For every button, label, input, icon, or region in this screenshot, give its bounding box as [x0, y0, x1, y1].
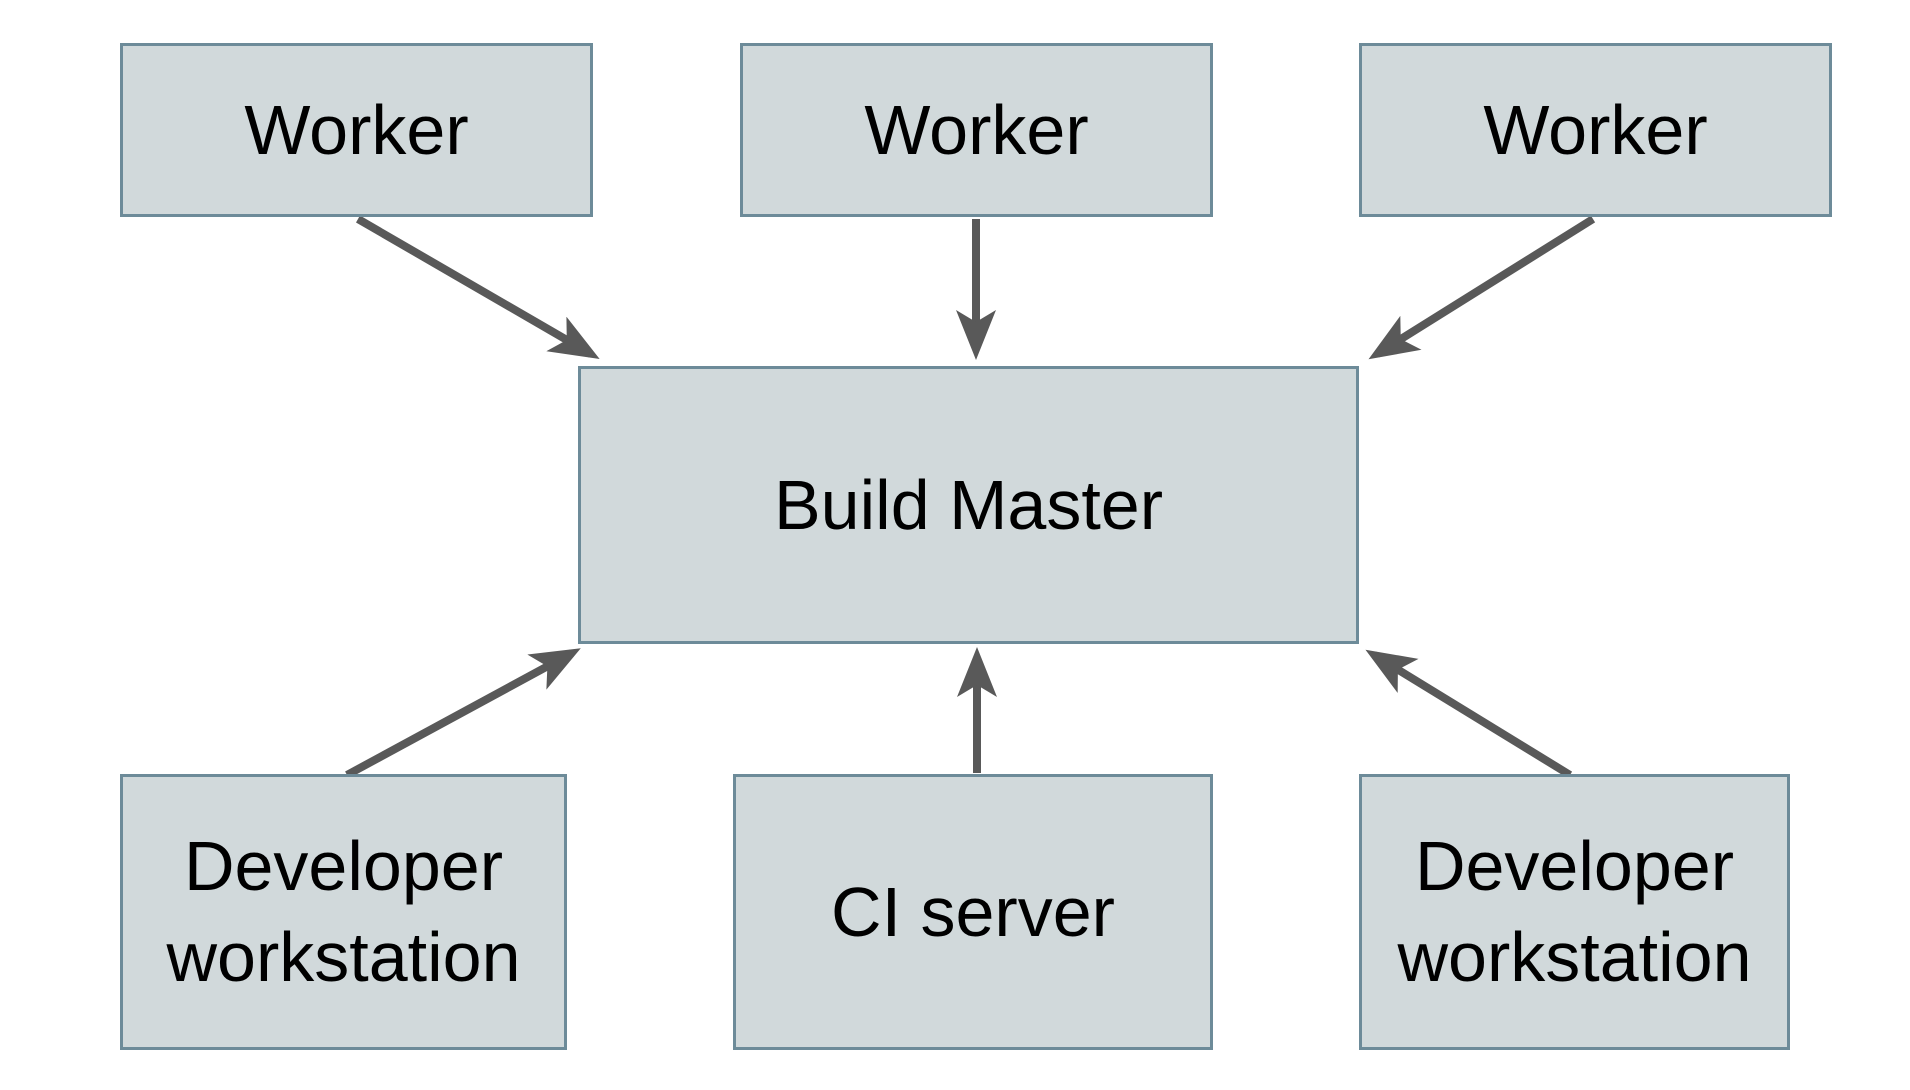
node-dev-workstation-1-label: Developer workstation	[166, 827, 521, 996]
node-dev-workstation-1: Developer workstation	[120, 774, 567, 1050]
node-ci-server: CI server	[733, 774, 1213, 1050]
node-worker-3-label: Worker	[1483, 90, 1708, 169]
node-build-master: Build Master	[578, 366, 1359, 644]
node-build-master-label: Build Master	[773, 465, 1164, 544]
node-worker-2: Worker	[740, 43, 1213, 217]
node-worker-3: Worker	[1359, 43, 1832, 217]
node-dev-workstation-2-label: Developer workstation	[1397, 827, 1752, 996]
edge-worker-1-to-build-master	[355, 215, 600, 360]
edge-worker-3-to-build-master	[1368, 215, 1596, 360]
edge-dev-workstation-1-to-build-master	[345, 648, 581, 779]
node-worker-2-label: Worker	[864, 90, 1089, 169]
node-worker-1-label: Worker	[244, 90, 469, 169]
edge-dev-workstation-2-to-build-master	[1365, 649, 1573, 779]
node-dev-workstation-2: Developer workstation	[1359, 774, 1790, 1050]
node-ci-server-label: CI server	[831, 872, 1115, 951]
node-worker-1: Worker	[120, 43, 593, 217]
